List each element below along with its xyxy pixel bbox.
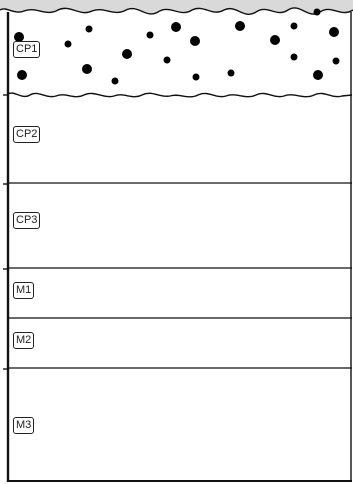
layer-label-cp3: CP3: [13, 212, 40, 229]
layer-label-cp1: CP1: [13, 41, 40, 58]
gravel-dot: [171, 22, 181, 32]
gravel-dot: [333, 58, 340, 65]
gravel-dot: [235, 21, 245, 31]
gravel-dot: [86, 26, 93, 33]
gravel-dot: [291, 23, 298, 30]
gravel-dot: [112, 78, 119, 85]
gravel-dot: [228, 70, 235, 77]
gravel-dot: [190, 36, 200, 46]
gravel-dot: [17, 70, 27, 80]
gravel-dot: [193, 74, 200, 81]
gravel-dot: [313, 70, 323, 80]
gravel-dot: [122, 49, 132, 59]
cp1-gravel-dots: [14, 9, 340, 85]
gravel-dot: [270, 35, 280, 45]
gravel-dot: [147, 32, 154, 39]
gravel-dot: [291, 54, 298, 61]
layer-label-cp2: CP2: [13, 126, 40, 143]
gravel-dot: [329, 27, 339, 37]
layer-label-m1: M1: [13, 282, 34, 299]
gravel-dot: [164, 57, 171, 64]
gravel-dot: [314, 9, 321, 16]
cp1-lower-boundary: [8, 93, 352, 97]
layer-label-m2: M2: [13, 332, 34, 349]
layer-label-m3: M3: [13, 417, 34, 434]
gravel-dot: [82, 64, 92, 74]
gravel-dot: [65, 41, 72, 48]
